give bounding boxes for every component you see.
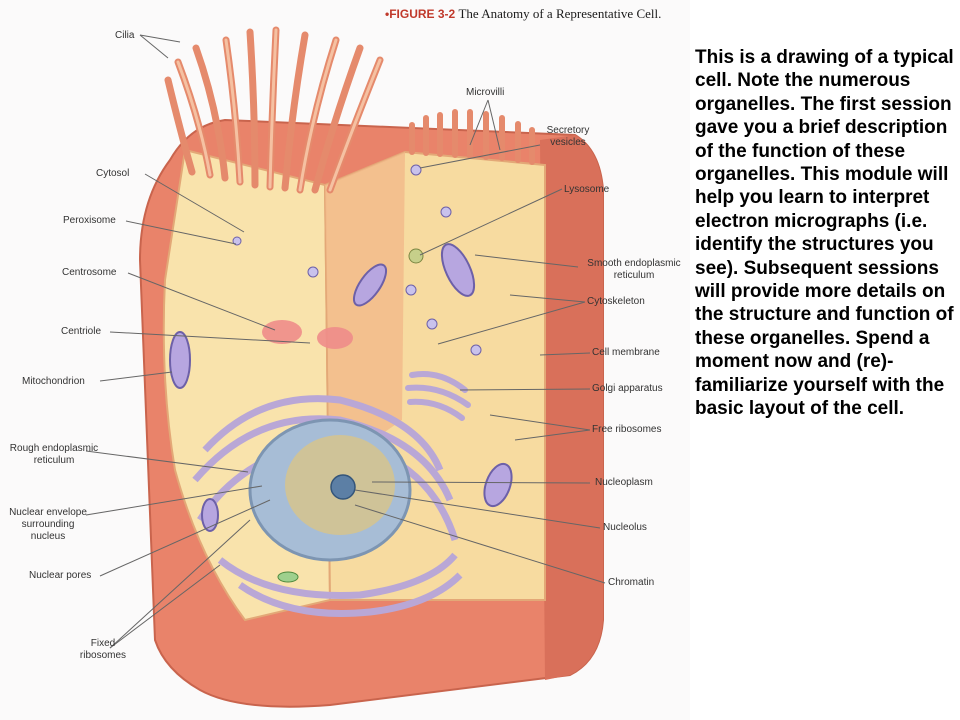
label-nuclear-envelope-line1: Nuclear envelope	[9, 507, 87, 518]
label-fixed-ribosomes-line1: Fixed	[90, 638, 116, 649]
label-rough-er-line1: Rough endoplasmic	[9, 443, 99, 454]
label-lysosome: Lysosome	[564, 184, 610, 195]
label-nuclear-envelope-line3: nucleus	[30, 531, 66, 542]
mitochondria	[169, 243, 513, 532]
label-secretory-line2: vesicles	[550, 137, 586, 148]
label-smooth-er-line2: reticulum	[613, 270, 655, 281]
label-nuclear-pores: Nuclear pores	[29, 570, 92, 581]
label-rough-er-line2: reticulum	[33, 455, 75, 466]
label-nucleolus: Nucleolus	[603, 522, 647, 533]
label-secretory-line1: Secretory	[546, 125, 590, 136]
figure-title: •FIGURE 3-2 The Anatomy of a Representat…	[385, 6, 661, 22]
label-centrosome: Centrosome	[62, 267, 117, 278]
cell-side-face	[540, 135, 603, 680]
figure-number: •FIGURE 3-2	[385, 7, 456, 21]
leader-lines	[85, 34, 606, 649]
label-centriole: Centriole	[61, 326, 102, 337]
lysosome-shape	[408, 248, 424, 264]
label-cytosol: Cytosol	[96, 168, 130, 179]
label-free-ribosomes: Free ribosomes	[592, 424, 662, 435]
label-cilia: Cilia	[115, 30, 135, 41]
label-golgi: Golgi apparatus	[592, 383, 663, 394]
figure-title-text: The Anatomy of a Representative Cell.	[458, 6, 662, 21]
cell-illustration	[85, 26, 606, 708]
golgi-apparatus	[405, 371, 471, 421]
label-microvilli: Microvilli	[466, 87, 505, 98]
label-cytoskeleton: Cytoskeleton	[587, 296, 645, 307]
label-fixed-ribosomes-line2: ribosomes	[79, 650, 127, 661]
label-nucleoplasm: Nucleoplasm	[595, 477, 653, 488]
nucleolus-shape	[330, 474, 356, 500]
description-text: This is a drawing of a typical cell. Not…	[695, 47, 954, 420]
cytosol-inner-wedge	[325, 152, 405, 470]
label-mitochondrion: Mitochondrion	[22, 376, 85, 387]
label-cell-membrane: Cell membrane	[592, 347, 660, 358]
label-peroxisome: Peroxisome	[63, 215, 116, 226]
label-smooth-er-line1: Smooth endoplasmic	[587, 258, 681, 269]
label-chromatin: Chromatin	[608, 577, 655, 588]
label-nuclear-envelope-line2: surrounding	[21, 519, 75, 530]
microvilli-group	[409, 109, 535, 165]
figure-panel: •FIGURE 3-2 The Anatomy of a Representat…	[4, 6, 690, 708]
centrosome-shape	[262, 320, 302, 344]
